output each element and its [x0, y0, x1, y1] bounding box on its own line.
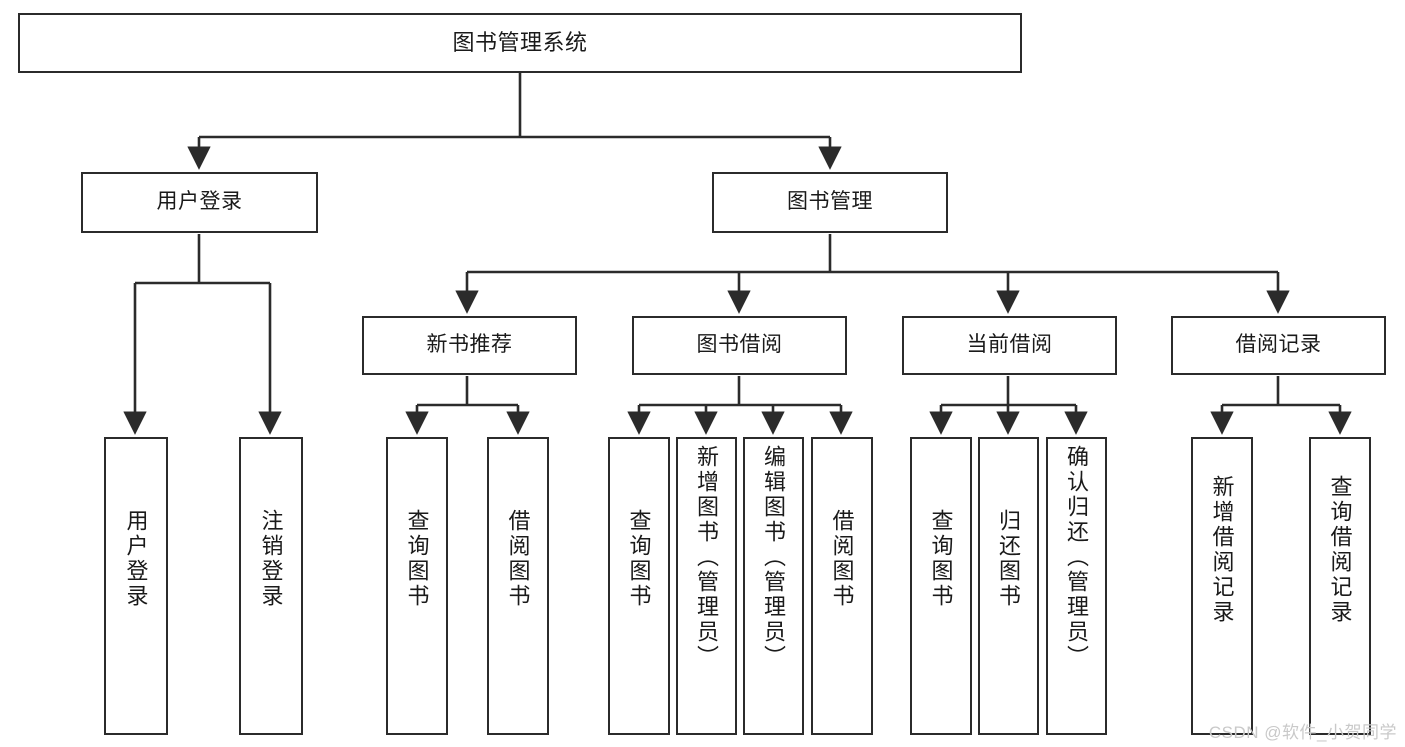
leaf-book-borrow-add-book-admin[interactable]: 新增图书（管理员） — [676, 437, 737, 735]
node-label: 图书借阅 — [696, 333, 783, 357]
node-root-book-management-system[interactable]: 图书管理系统 — [18, 13, 1022, 73]
leaf-new-book-query-book[interactable]: 查询图书 — [386, 437, 448, 735]
leaf-current-borrow-query-book[interactable]: 查询图书 — [910, 437, 972, 735]
csdn-watermark: CSDN @软件_小贺同学 — [1208, 723, 1397, 742]
node-book-management[interactable]: 图书管理 — [712, 172, 948, 233]
node-label: 借阅图书 — [829, 509, 855, 609]
node-label: 新增借阅记录 — [1209, 475, 1235, 625]
node-label: 用户登录 — [156, 190, 243, 214]
node-label: 注销登录 — [258, 509, 284, 609]
node-label: 图书管理系统 — [452, 30, 588, 56]
leaf-book-borrow-query-book[interactable]: 查询图书 — [608, 437, 670, 735]
leaf-book-borrow-borrow-book[interactable]: 借阅图书 — [811, 437, 873, 735]
leaf-new-book-borrow-book[interactable]: 借阅图书 — [487, 437, 549, 735]
node-label: 归还图书 — [996, 509, 1022, 609]
leaf-current-borrow-confirm-return-admin[interactable]: 确认归还（管理员） — [1046, 437, 1107, 735]
node-borrow-record[interactable]: 借阅记录 — [1171, 316, 1386, 375]
node-label: 当前借阅 — [966, 333, 1053, 357]
leaf-borrow-record-add-record[interactable]: 新增借阅记录 — [1191, 437, 1253, 735]
node-label: 编辑图书（管理员） — [761, 445, 787, 670]
node-label: 借阅记录 — [1235, 333, 1322, 357]
node-label: 新书推荐 — [426, 333, 513, 357]
node-user-login[interactable]: 用户登录 — [81, 172, 318, 233]
node-new-book-recommend[interactable]: 新书推荐 — [362, 316, 577, 375]
node-book-borrow[interactable]: 图书借阅 — [632, 316, 847, 375]
leaf-current-borrow-return-book[interactable]: 归还图书 — [978, 437, 1039, 735]
node-label: 新增图书（管理员） — [694, 445, 720, 670]
leaf-borrow-record-query-record[interactable]: 查询借阅记录 — [1309, 437, 1371, 735]
node-label: 查询图书 — [928, 509, 954, 609]
node-label: 查询图书 — [404, 509, 430, 609]
node-label: 确认归还（管理员） — [1064, 445, 1090, 670]
node-label: 查询借阅记录 — [1327, 475, 1353, 625]
node-label: 用户登录 — [123, 509, 149, 609]
leaf-user-login-login[interactable]: 用户登录 — [104, 437, 168, 735]
leaf-book-borrow-edit-book-admin[interactable]: 编辑图书（管理员） — [743, 437, 804, 735]
node-current-borrow[interactable]: 当前借阅 — [902, 316, 1117, 375]
node-label: 借阅图书 — [505, 509, 531, 609]
node-label: 查询图书 — [626, 509, 652, 609]
leaf-user-login-logout[interactable]: 注销登录 — [239, 437, 303, 735]
node-label: 图书管理 — [787, 190, 873, 214]
